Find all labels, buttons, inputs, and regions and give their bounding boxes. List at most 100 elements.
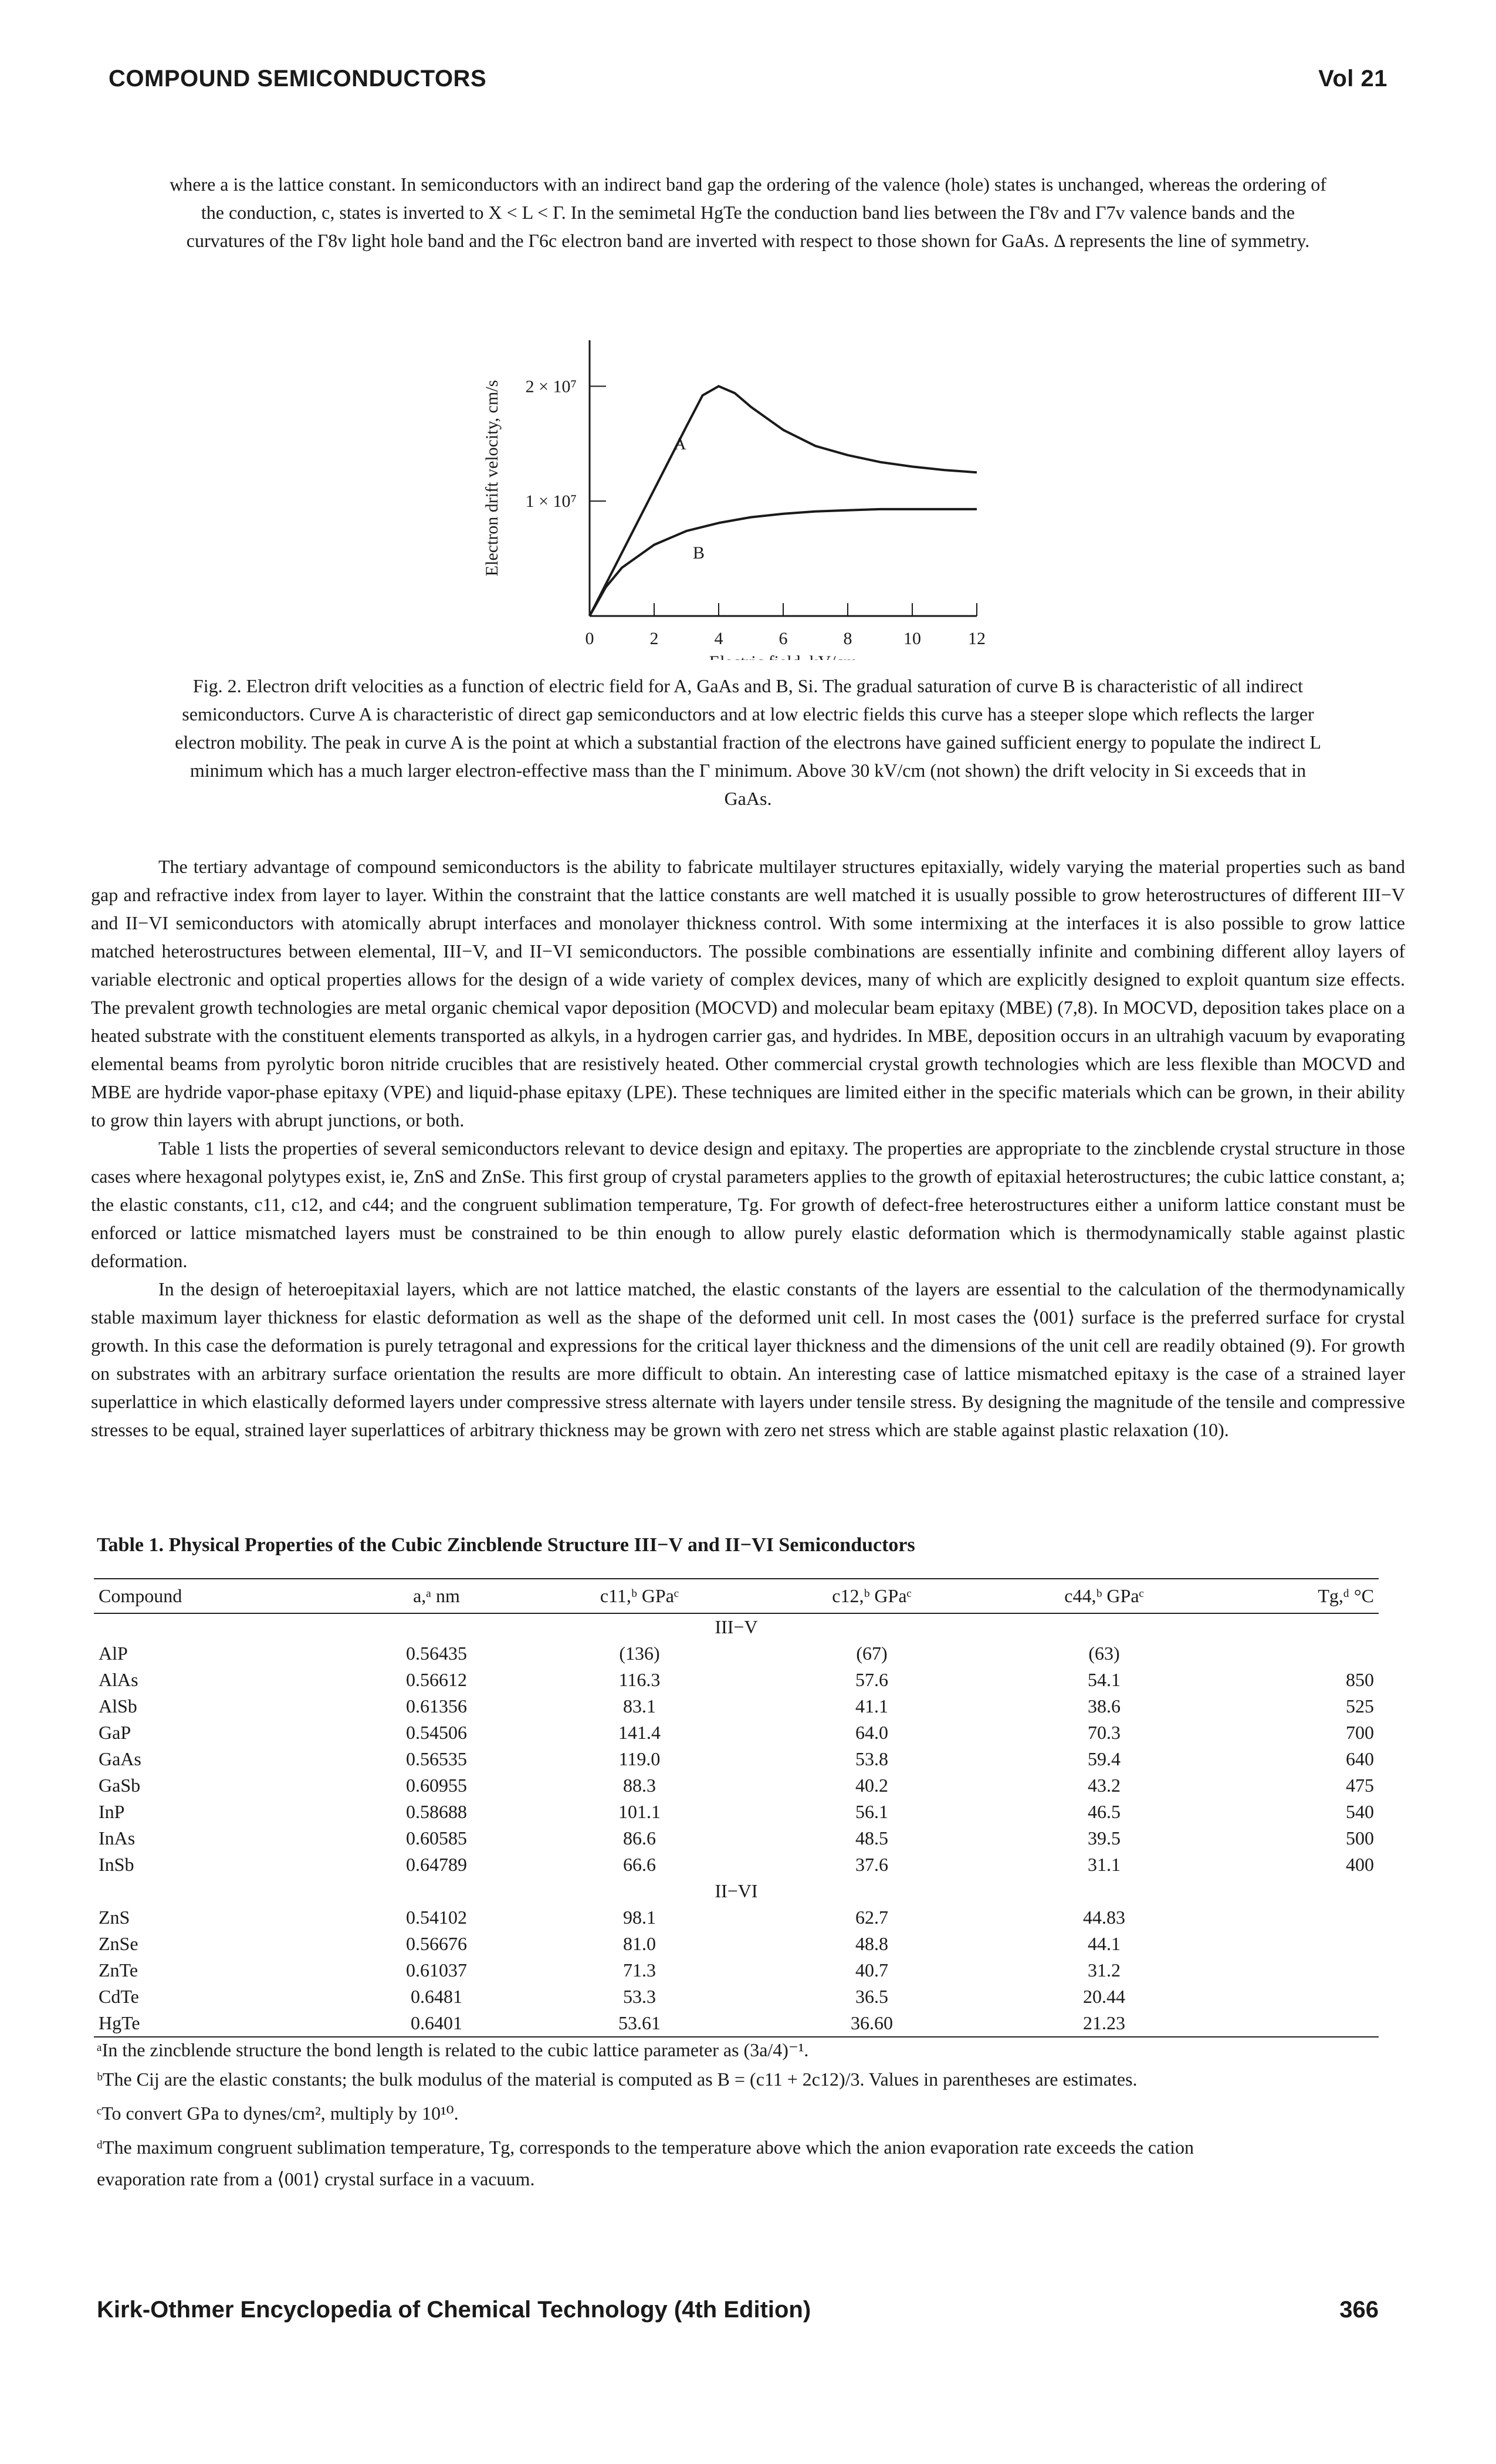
value-cell: 54.1 xyxy=(1088,1669,1121,1690)
value-cell: 81.0 xyxy=(623,1933,656,1954)
x-tick-label: 8 xyxy=(844,629,852,648)
x-tick-label: 6 xyxy=(779,629,788,648)
footnote-d-line-2: evaporation rate from a ⟨001⟩ crystal su… xyxy=(97,2168,535,2189)
col-compound: Compound xyxy=(94,1578,350,1614)
running-header-volume: Vol 21 xyxy=(1318,66,1387,92)
value-cell: 0.56535 xyxy=(406,1748,467,1769)
x-tick-label: 10 xyxy=(903,629,921,648)
value-cell: 31.2 xyxy=(1088,1959,1121,1981)
series-label-b: B xyxy=(693,543,705,563)
value-cell: (63) xyxy=(1088,1643,1120,1664)
value-cell: 71.3 xyxy=(623,1959,656,1981)
compound-cell: GaSb xyxy=(99,1775,141,1796)
page-number: 366 xyxy=(1339,2297,1379,2323)
caption-line-4: minimum which has a much larger electron… xyxy=(189,760,1307,781)
value-cell: 53.61 xyxy=(523,2010,756,2037)
value-cell: 88.3 xyxy=(623,1775,656,1796)
value-cell: 20.44 xyxy=(1083,1986,1125,2007)
table-title: Table 1. Physical Properties of the Cubi… xyxy=(97,1534,915,1556)
caption-line-1: Fig. 2. Electron drift velocities as a f… xyxy=(192,675,1304,696)
value-cell: 48.8 xyxy=(855,1933,888,1954)
value-cell: 66.6 xyxy=(623,1854,656,1875)
value-cell: 44.83 xyxy=(1083,1907,1125,1928)
value-cell: 119.0 xyxy=(618,1748,661,1769)
group-row-ii-vi: II−VI xyxy=(94,1878,1379,1904)
body-paragraph-2: Table 1 lists the properties of several … xyxy=(91,1138,1405,1271)
x-tick-label: 12 xyxy=(968,629,986,648)
intro-caption: where a is the lattice constant. In semi… xyxy=(91,170,1405,255)
body-text: The tertiary advantage of compound semic… xyxy=(91,852,1405,1444)
compound-cell: InAs xyxy=(99,1827,136,1849)
value-cell: 53.8 xyxy=(855,1748,888,1769)
compound-cell: AlP xyxy=(99,1643,128,1664)
caption-line-5: GaAs. xyxy=(724,788,772,809)
value-cell: 70.3 xyxy=(1088,1722,1121,1743)
compound-cell: ZnTe xyxy=(99,1959,138,1981)
intro-line-2: the conduction, c, states is inverted to… xyxy=(201,202,1295,223)
value-cell: 44.1 xyxy=(1088,1933,1121,1954)
group-label: II−VI xyxy=(715,1880,758,1901)
value-cell: 36.5 xyxy=(855,1986,888,2007)
series-label-a: A xyxy=(673,434,686,453)
body-paragraph-3: In the design of heteroepitaxial layers,… xyxy=(91,1278,1405,1440)
y-axis-label: Electron drift velocity, cm/s xyxy=(482,380,502,577)
compound-cell: CdTe xyxy=(99,1986,139,2007)
value-cell: 40.2 xyxy=(855,1775,888,1796)
value-cell: 0.56435 xyxy=(406,1643,467,1664)
footer-title: Kirk-Othmer Encyclopedia of Chemical Tec… xyxy=(97,2297,811,2323)
figure-caption: Fig. 2. Electron drift velocities as a f… xyxy=(91,672,1405,813)
compound-cell: AlAs xyxy=(99,1669,138,1690)
value-cell: 37.6 xyxy=(855,1854,888,1875)
footnote-d-line-1: ᵈThe maximum congruent sublimation tempe… xyxy=(97,2137,1194,2158)
body-paragraph-1: The tertiary advantage of compound semic… xyxy=(91,856,1405,1131)
value-cell: 53.3 xyxy=(623,1986,656,2007)
value-cell: 38.6 xyxy=(1088,1695,1121,1717)
value-cell: 36.60 xyxy=(756,2010,988,2037)
intro-line-3: curvatures of the Γ8v light hole band an… xyxy=(186,230,1310,251)
col-c12: c12,ᵇ GPaᶜ xyxy=(756,1578,988,1614)
intro-line-1: where a is the lattice constant. In semi… xyxy=(170,174,1326,195)
col-c44: c44,ᵇ GPaᶜ xyxy=(988,1578,1220,1614)
value-cell xyxy=(1220,1640,1379,1667)
compound-cell: InSb xyxy=(99,1854,134,1875)
value-cell: 0.56676 xyxy=(406,1933,467,1954)
value-cell: 116.3 xyxy=(618,1669,661,1690)
value-cell: (67) xyxy=(856,1643,888,1664)
value-cell xyxy=(1220,1957,1379,1984)
value-cell: 0.54102 xyxy=(406,1907,467,1928)
value-cell: 0.6401 xyxy=(350,2010,523,2037)
value-cell: 0.64789 xyxy=(406,1854,467,1875)
value-cell: 0.6481 xyxy=(411,1986,462,2007)
caption-line-2: semiconductors. Curve A is characteristi… xyxy=(182,703,1314,725)
value-cell: 64.0 xyxy=(855,1722,888,1743)
value-cell: 98.1 xyxy=(623,1907,656,1928)
col-c11: c11,ᵇ GPaᶜ xyxy=(523,1578,756,1614)
series-line-a xyxy=(588,385,977,617)
value-cell: 0.54506 xyxy=(406,1722,467,1743)
value-cell: 0.58688 xyxy=(406,1801,467,1822)
value-cell: 0.61356 xyxy=(406,1695,467,1717)
footnote-c: ᶜTo convert GPa to dynes/cm², multiply b… xyxy=(97,2103,459,2124)
value-cell: 86.6 xyxy=(623,1827,656,1849)
value-cell: 48.5 xyxy=(855,1827,888,1849)
col-lattice: a,ᵃ nm xyxy=(350,1578,523,1614)
running-header-title: COMPOUND SEMICONDUCTORS xyxy=(109,66,487,92)
properties-table: Compound a,ᵃ nm c11,ᵇ GPaᶜ c12,ᵇ GPaᶜ c4… xyxy=(94,1578,1379,2037)
x-tick-label: 2 xyxy=(650,629,659,648)
value-cell xyxy=(1220,1904,1379,1931)
table-header-row: Compound a,ᵃ nm c11,ᵇ GPaᶜ c12,ᵇ GPaᶜ c4… xyxy=(94,1578,1379,1614)
value-cell: 0.61037 xyxy=(406,1959,467,1981)
value-cell: 57.6 xyxy=(855,1669,888,1690)
